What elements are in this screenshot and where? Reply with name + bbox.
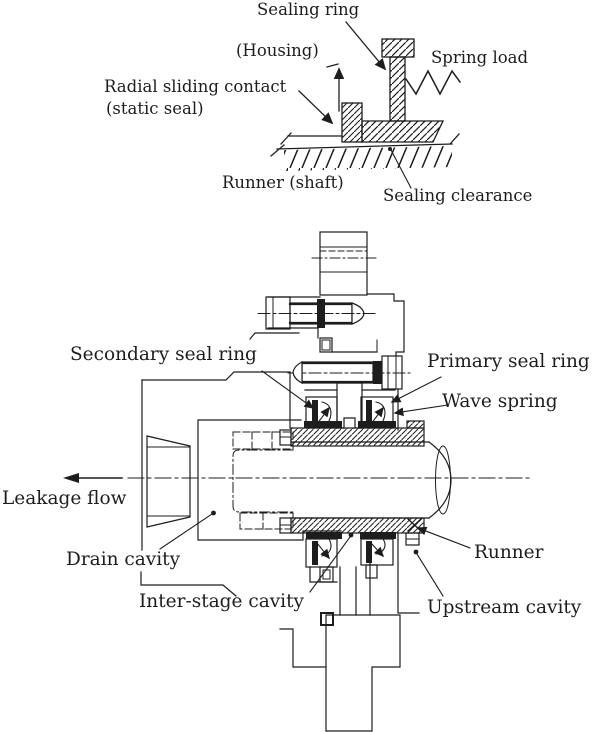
inter-stage-leader — [309, 536, 351, 593]
label-housing: (Housing) — [236, 41, 319, 60]
label-spring-load: Spring load — [431, 48, 529, 67]
label-inter-stage-cavity: Inter-stage cavity — [139, 591, 304, 612]
label-sealing-ring: Sealing ring — [257, 0, 360, 19]
primary-seal-leader — [390, 376, 442, 403]
label-primary-seal-ring: Primary seal ring — [427, 351, 590, 372]
label-sealing-clearance: Sealing clearance — [383, 186, 533, 205]
lower-bolt — [287, 355, 411, 390]
runner-leader — [416, 526, 471, 549]
radial-contact-leader — [298, 90, 334, 125]
runner-surface — [270, 133, 460, 171]
housing-floor-line — [280, 132, 343, 145]
lower-housing — [140, 571, 401, 732]
spring-symbol — [404, 69, 462, 96]
drain-housing — [141, 332, 342, 551]
label-upstream-cavity: Upstream cavity — [427, 597, 582, 618]
leakage-flow-arrow — [63, 473, 123, 483]
label-wave-spring: Wave spring — [442, 391, 558, 412]
runner-sleeve-bottom — [279, 517, 425, 546]
drain-cavity-leader — [159, 513, 213, 550]
housing-notch — [317, 327, 378, 353]
cross-section-assembly — [63, 231, 533, 732]
sealing-ring-leader — [345, 21, 387, 71]
label-static-seal: (static seal) — [106, 99, 204, 118]
label-runner-shaft: Runner (shaft) — [222, 173, 344, 192]
label-runner: Runner — [474, 542, 544, 563]
sealing-ring-shape — [361, 38, 445, 143]
upstream-leader — [416, 553, 444, 597]
shaft — [290, 441, 452, 519]
label-leaders — [159, 370, 471, 597]
housing-arrow-icon — [326, 63, 345, 112]
secondary-seal-ring-part — [304, 400, 342, 428]
static-seal-block — [341, 102, 363, 143]
sealing-clearance-leader — [388, 147, 412, 189]
seal-carrier — [289, 371, 399, 431]
secondary-seal-leader — [261, 370, 315, 409]
label-leakage-flow: Leakage flow — [2, 488, 127, 509]
top-schematic — [270, 21, 462, 189]
label-drain-cavity: Drain cavity — [66, 549, 181, 570]
label-radial-sliding-contact: Radial sliding contact — [104, 77, 287, 96]
label-secondary-seal-ring: Secondary seal ring — [70, 344, 257, 365]
wave-spring-leader — [393, 404, 449, 417]
hidden-shaft-lines — [232, 431, 294, 530]
primary-seal-ring-part — [358, 400, 396, 428]
upper-bolt — [257, 296, 379, 330]
upper-column — [311, 231, 405, 357]
